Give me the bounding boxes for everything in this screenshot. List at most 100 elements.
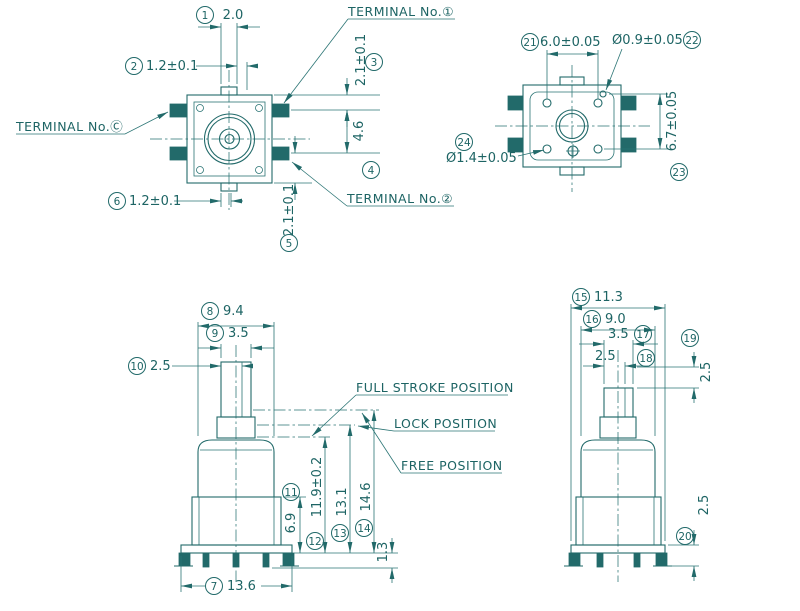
- top-tab: [220, 86, 238, 96]
- dim-text-3_5-side: 3.5: [608, 327, 629, 342]
- bottom-tab: [220, 182, 238, 192]
- pin: [232, 552, 240, 568]
- ref-10: 10: [130, 361, 143, 373]
- dim-text-4_6: 4.6: [352, 121, 367, 142]
- ref-14: 14: [357, 523, 371, 535]
- dim-text-9_4: 9.4: [223, 304, 244, 319]
- dome-side: [580, 439, 656, 497]
- dim-tab-offset-bottom: 6 1.2±0.1: [108, 192, 243, 210]
- ref-11: 11: [284, 487, 297, 499]
- pin: [633, 552, 641, 568]
- dim-text-3_5-front: 3.5: [228, 326, 249, 341]
- dim-side-leg-height: 2.5 20: [668, 495, 712, 581]
- ref-22: 22: [685, 35, 698, 47]
- ref-13: 13: [333, 528, 346, 540]
- pin: [202, 552, 210, 568]
- collar-side: [599, 416, 637, 439]
- dim-text-1_2-bottom: 1.2±0.1: [129, 194, 181, 209]
- side-view-body: [564, 387, 672, 568]
- ref-2: 2: [131, 61, 138, 73]
- lock-label: LOCK POSITION: [394, 416, 497, 431]
- case-side: [575, 496, 662, 546]
- terminal-left-top: [169, 103, 188, 118]
- case: [191, 496, 282, 546]
- collar: [216, 416, 256, 439]
- dim-text-2_5-side: 2.5: [595, 349, 616, 364]
- dim-terminal-pitch-right: 2.1±0.1 3 4.6 4: [274, 34, 383, 179]
- dim-text-1_4: Ø1.4±0.05: [446, 151, 517, 166]
- terminal-left-bottom: [169, 146, 188, 161]
- terminal-noc-label: TERMINAL No.Ⓒ: [15, 119, 123, 134]
- dim-shaft-flat-front: 10 2.5: [128, 357, 253, 375]
- top-view: 1 2.0 2 1.2±0.1 2.1±0.1 3 4.6 4: [15, 4, 455, 252]
- bottom-view-body: [507, 76, 637, 176]
- flange: [180, 544, 293, 554]
- ref-7: 7: [211, 581, 218, 593]
- full-stroke-label: FULL STROKE POSITION: [356, 380, 514, 395]
- dim-text-1_3: 1.3: [376, 542, 391, 563]
- dim-text-6_7: 6.7±0.05: [665, 91, 680, 152]
- stroke-position-lines: [253, 409, 379, 438]
- dim-side-shaft-width: 3.5 17: [579, 325, 658, 384]
- dim-text-2_5-stroke: 2.5: [699, 362, 714, 383]
- terminal-right-top: [271, 103, 290, 118]
- stroke-position-labels: FULL STROKE POSITION LOCK POSITION FREE …: [311, 380, 514, 474]
- ref-23: 23: [672, 167, 685, 179]
- dim-base-width: 7 13.6: [180, 556, 293, 595]
- ref-19: 19: [683, 333, 696, 345]
- ref-18: 18: [639, 353, 652, 365]
- top-view-centerlines: [150, 70, 310, 210]
- flange-side: [570, 544, 666, 554]
- terminal-right-bottom: [271, 146, 290, 161]
- ref-4: 4: [368, 165, 375, 177]
- dim-text-13_6: 13.6: [227, 579, 256, 594]
- dim-hole-0-9: Ø0.9±0.05 22: [605, 31, 701, 91]
- dim-hole-1-4: 24 Ø1.4±0.05: [446, 133, 545, 166]
- front-view-body: [174, 361, 299, 568]
- dim-text-6_0: 6.0±0.05: [540, 35, 601, 50]
- dim-text-11_9: 11.9±0.2: [310, 457, 325, 518]
- bottom-view: 21 6.0±0.05 Ø0.9±0.05 22 6.7±0.05 23 24 …: [446, 31, 701, 192]
- dim-text-11_3: 11.3: [594, 290, 623, 305]
- shaft-side: [603, 387, 634, 418]
- free-label: FREE POSITION: [401, 458, 503, 473]
- dim-terminal-bottom-right: 2.1±0.1 5: [274, 136, 312, 252]
- terminal-no1-label: TERMINAL No.①: [347, 4, 454, 19]
- dim-hole-vertical: 6.7±0.05 23: [604, 91, 688, 181]
- ref-6: 6: [114, 196, 121, 208]
- dim-text-14_6: 14.6: [359, 483, 374, 512]
- dim-shaft-width-front: 9 3.5: [198, 324, 274, 358]
- ref-9: 9: [212, 328, 219, 340]
- ref-3: 3: [371, 57, 378, 69]
- front-view: 8 9.4 9 3.5 10 2.5 11 6.9: [128, 302, 514, 595]
- dim-side-shaft-flat: 2.5 18: [583, 349, 655, 384]
- side-view: 15 11.3 16 9.0 3.5 17 2.5 18: [564, 288, 714, 582]
- dim-tab-offset-top: 2 1.2±0.1: [125, 57, 258, 90]
- dim-text-0_9: Ø0.9±0.05: [612, 33, 683, 48]
- dim-text-9_0: 9.0: [605, 312, 626, 327]
- pin: [596, 552, 604, 568]
- pin: [262, 552, 270, 568]
- hole-0-9: [599, 90, 607, 98]
- dim-text-2_1-top: 2.1±0.1: [354, 34, 369, 86]
- dome: [197, 439, 275, 497]
- dim-text-1_2-top: 1.2±0.1: [146, 59, 198, 74]
- dim-hole-pitch: 21 6.0±0.05: [521, 33, 601, 99]
- top-view-body: [169, 86, 290, 192]
- dim-text-2_1-bottom: 2.1±0.1: [282, 184, 297, 236]
- terminal-no2-label: TERMINAL No.②: [346, 191, 453, 206]
- dim-text-13_1: 13.1: [335, 488, 350, 517]
- dim-text-2_0: 2.0: [223, 8, 244, 23]
- ref-20: 20: [678, 531, 691, 543]
- ref-24: 24: [457, 137, 471, 149]
- ref-12: 12: [308, 536, 321, 548]
- dim-text-6_9: 6.9: [284, 513, 299, 534]
- ref-5: 5: [286, 238, 293, 250]
- ref-17: 17: [636, 329, 649, 341]
- dim-text-2_5-leg: 2.5: [697, 495, 712, 516]
- ref-16: 16: [585, 314, 599, 326]
- dim-tab-width: 1 2.0: [196, 6, 260, 84]
- terminal-labels: TERMINAL No.① TERMINAL No.Ⓒ TERMINAL No.…: [15, 4, 455, 207]
